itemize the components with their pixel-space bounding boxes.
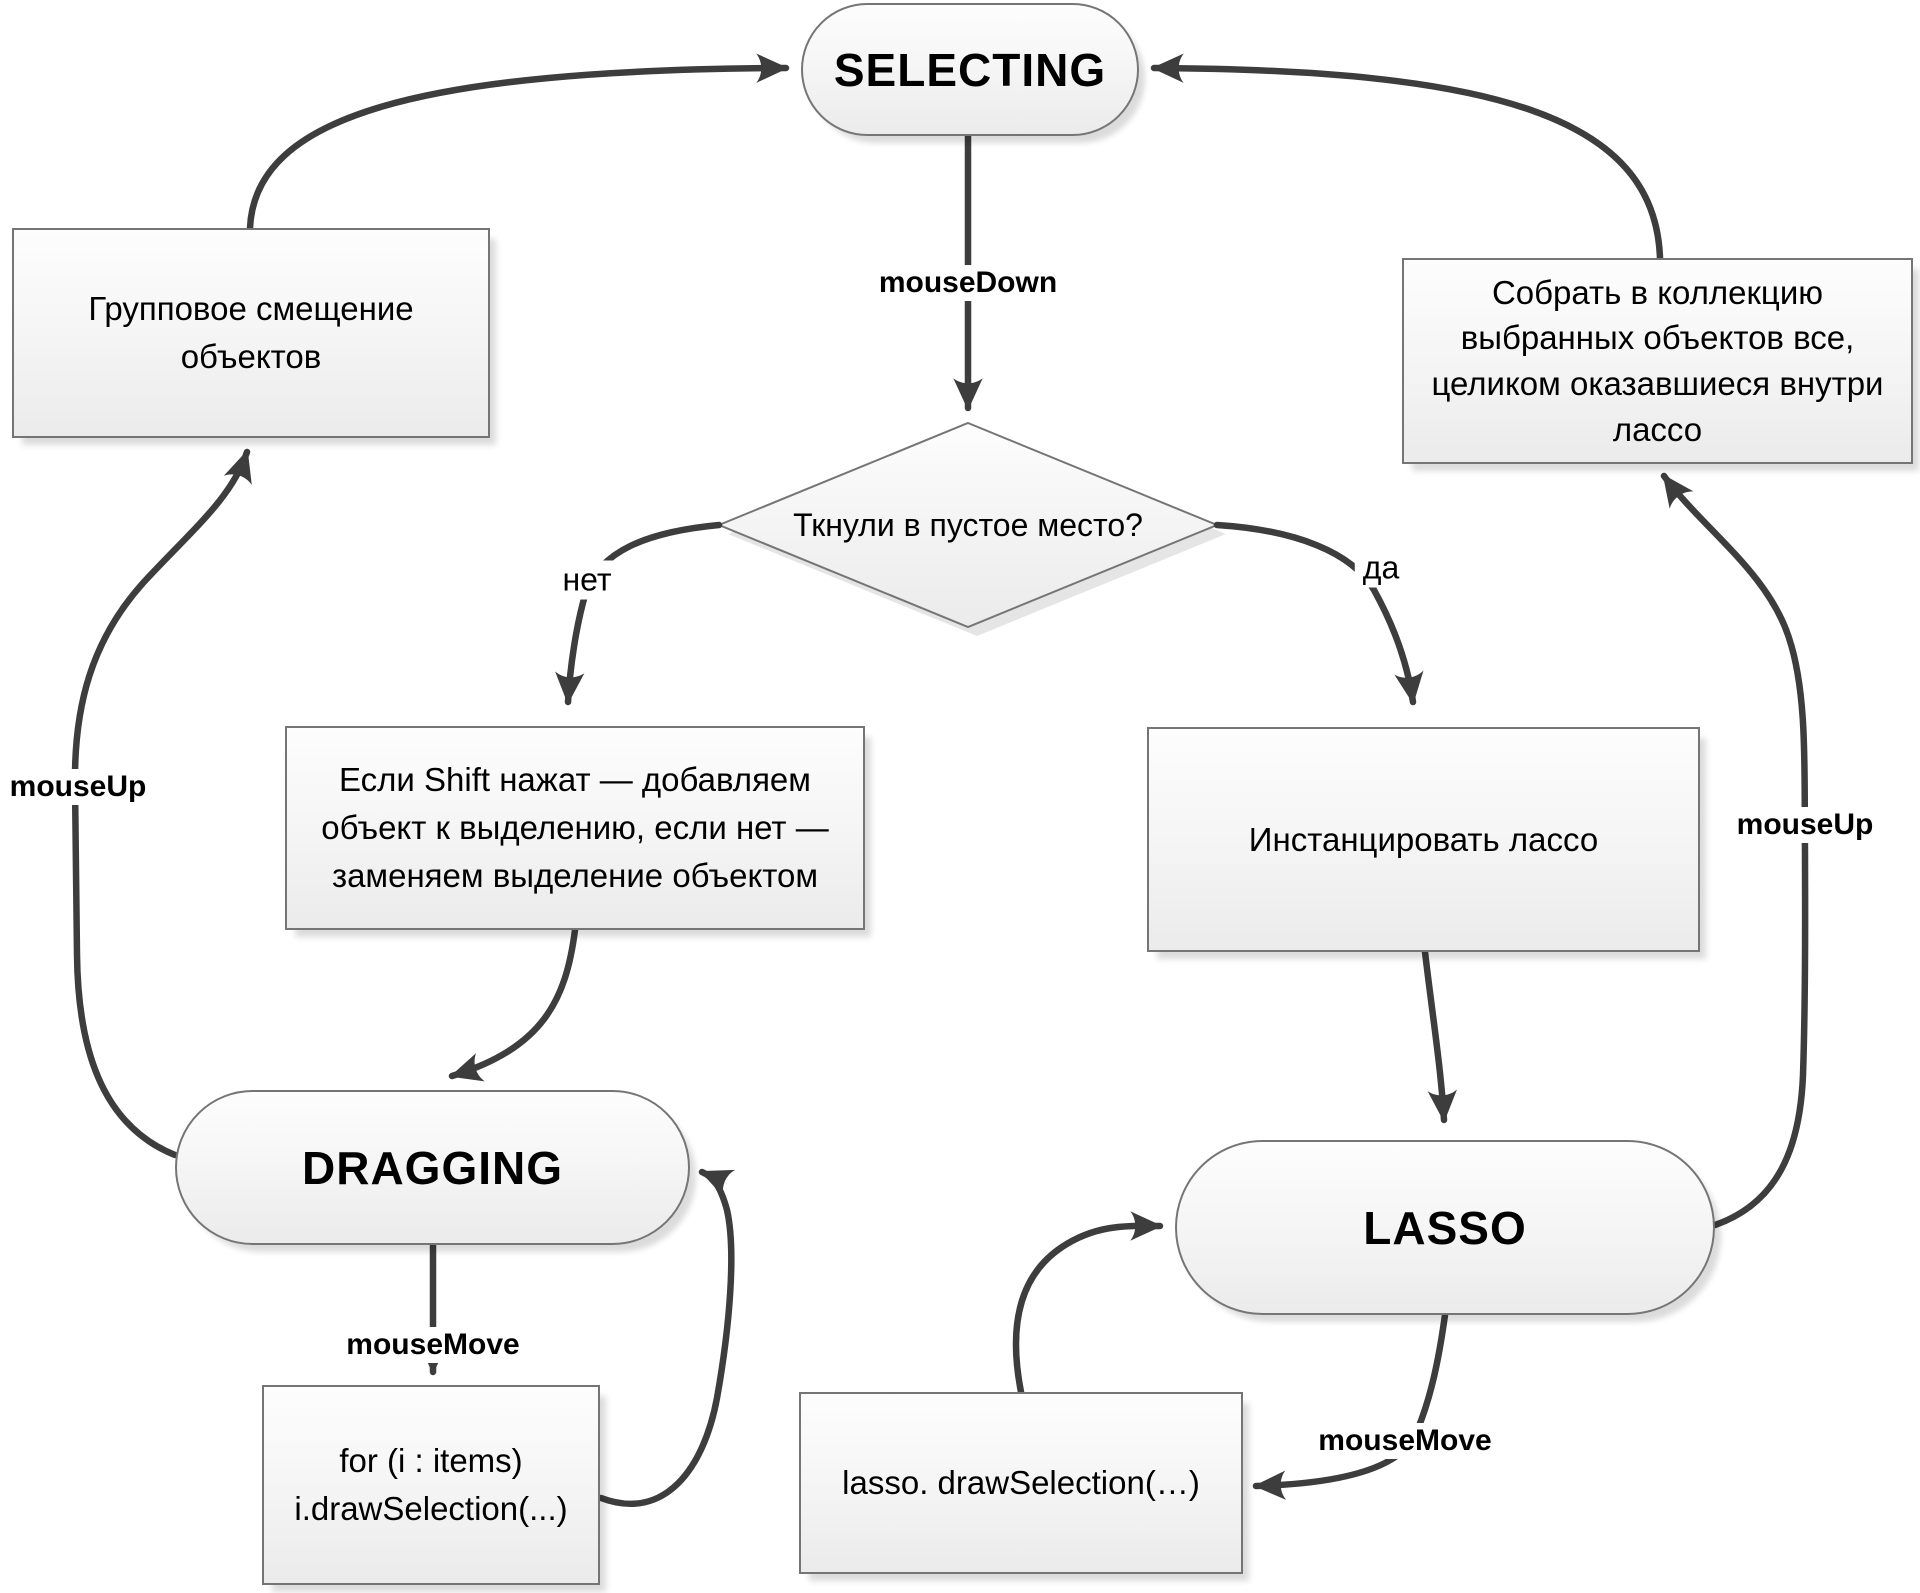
edge-label-mouseup-right: mouseUp [1728, 807, 1882, 843]
state-selecting: SELECTING [801, 3, 1139, 136]
edge-label-mouseup-left: mouseUp [1, 769, 155, 805]
edge-decision-to-shiftlogic [555, 521, 723, 706]
decision-label: Ткнули в пустое место? [793, 506, 1143, 543]
edge-lassodraw-to-lasso [1012, 1211, 1164, 1396]
process-collect-label: Собрать в коллекцию выбранных объектов в… [1431, 273, 1884, 448]
edge-lasso-to-lassodraw [1252, 1311, 1449, 1500]
edge-label-yes: да [1354, 548, 1408, 588]
process-lasso-draw-label: lasso. drawSelection(…) [842, 1464, 1200, 1502]
edge-label-no: нет [554, 560, 620, 600]
process-instantiate: Инстанцировать лассо [1147, 727, 1700, 952]
process-shift-logic-label: Если Shift нажат — добавляем объект к вы… [321, 761, 829, 894]
edge-groupmove-to-selecting [246, 53, 790, 232]
edge-collect-to-selecting [1150, 53, 1664, 262]
edge-lasso-to-collect [1660, 472, 1809, 1229]
edge-label-mousemove-left: mouseMove [338, 1327, 528, 1363]
process-group-move: Групповое смещение объектов [12, 228, 490, 438]
process-for-loop: for (i : items) i.drawSelection(...) [262, 1385, 600, 1585]
process-for-loop-label: for (i : items) i.drawSelection(...) [294, 1442, 568, 1527]
edge-label-mousedown: mouseDown [870, 265, 1066, 301]
state-lasso: LASSO [1175, 1140, 1715, 1315]
edge-forloop-to-dragging [597, 1168, 736, 1507]
process-lasso-draw: lasso. drawSelection(…) [799, 1392, 1243, 1574]
process-group-move-label: Групповое смещение объектов [88, 290, 414, 375]
edge-shiftlogic-to-dragging [448, 926, 579, 1082]
process-collect: Собрать в коллекцию выбранных объектов в… [1402, 258, 1913, 464]
process-shift-logic: Если Shift нажат — добавляем объект к вы… [285, 726, 865, 930]
decision-diamond [716, 421, 1220, 629]
process-instantiate-label: Инстанцировать лассо [1248, 820, 1599, 858]
edge-instantiate-to-lasso [1421, 948, 1457, 1124]
state-lasso-label: LASSO [1363, 1201, 1527, 1254]
state-selecting-label: SELECTING [833, 43, 1107, 96]
state-dragging: DRAGGING [175, 1090, 690, 1245]
state-dragging-label: DRAGGING [302, 1141, 563, 1194]
edge-label-mousemove-right: mouseMove [1310, 1423, 1500, 1459]
